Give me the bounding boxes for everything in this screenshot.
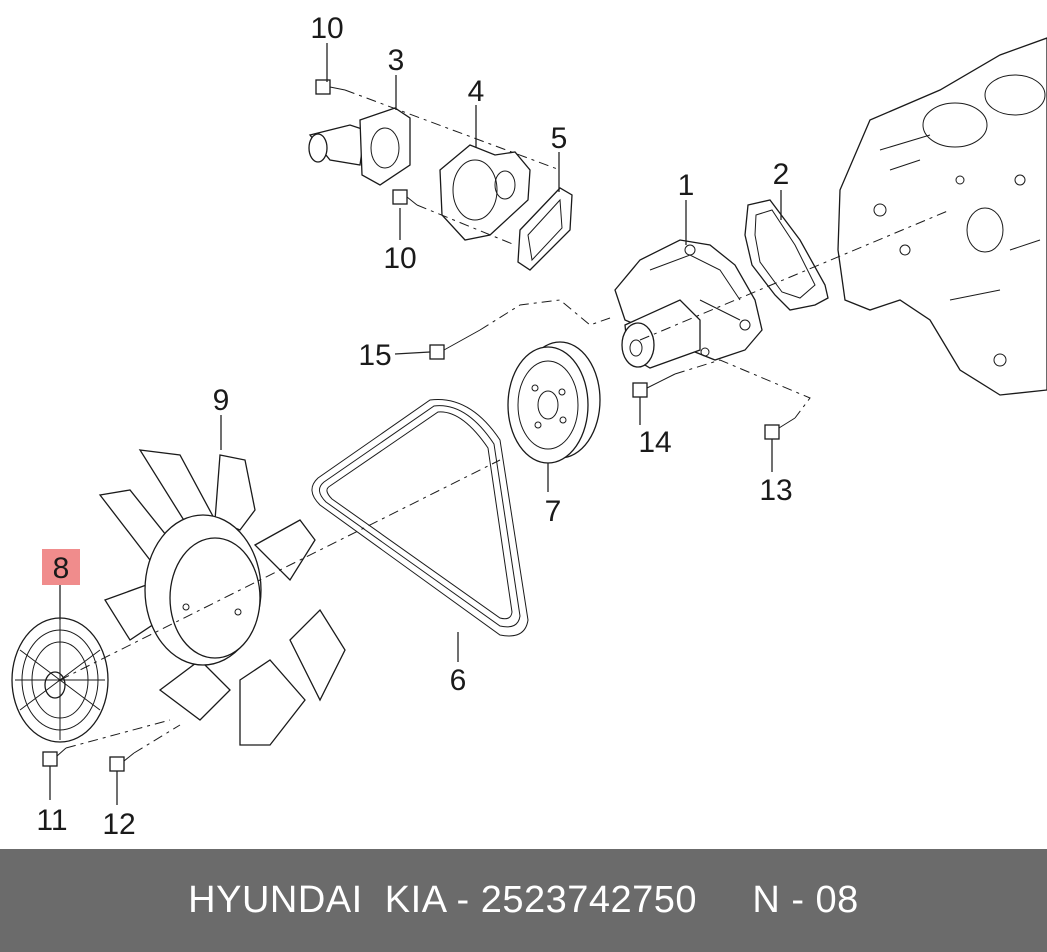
bolt-12 bbox=[109, 752, 135, 772]
callout-4: 4 bbox=[468, 75, 485, 108]
callout-1: 1 bbox=[678, 169, 695, 202]
water-outlet bbox=[308, 107, 411, 186]
callout-11: 11 bbox=[36, 804, 67, 837]
bolt-13 bbox=[764, 417, 796, 440]
assembly-lines bbox=[59, 89, 951, 754]
bolt-15 bbox=[429, 329, 481, 360]
callout-10-top: 10 bbox=[310, 12, 343, 45]
bolt-11 bbox=[42, 747, 67, 767]
callout-12: 12 bbox=[102, 808, 135, 841]
callout-3: 3 bbox=[388, 44, 405, 77]
water-pump bbox=[614, 239, 763, 369]
drive-belt bbox=[311, 399, 529, 637]
cooling-fan bbox=[98, 449, 346, 746]
footer-bar: HYUNDAI KIA - 2523742750 N - 08 bbox=[0, 849, 1047, 952]
thermostat-housing bbox=[439, 144, 531, 241]
bolt-10-lower bbox=[392, 189, 418, 206]
water-pump-gasket bbox=[744, 199, 829, 311]
bolt-10-top bbox=[315, 79, 346, 95]
callout-5: 5 bbox=[551, 122, 568, 155]
exploded-parts-diagram: 10 3 4 5 1 2 10 15 9 14 13 7 8 6 11 12 bbox=[11, 12, 1047, 841]
callout-13: 13 bbox=[759, 474, 792, 507]
callout-10-lower: 10 bbox=[383, 242, 416, 275]
leader-lines bbox=[49, 43, 782, 805]
highlight-box bbox=[42, 549, 80, 585]
callout-6: 6 bbox=[450, 664, 467, 697]
callout-8: 8 bbox=[53, 552, 70, 585]
engine-block bbox=[837, 37, 1047, 396]
water-pump-pulley bbox=[507, 341, 601, 464]
bolt-14 bbox=[632, 373, 676, 398]
callout-14: 14 bbox=[638, 426, 671, 459]
thermostat-gasket bbox=[517, 187, 573, 271]
part-number-caption: HYUNDAI KIA - 2523742750 N - 08 bbox=[188, 879, 859, 921]
callout-labels: 10 3 4 5 1 2 10 15 9 14 13 7 8 6 11 12 bbox=[36, 12, 792, 841]
callout-2: 2 bbox=[773, 158, 790, 191]
callout-15: 15 bbox=[358, 339, 391, 372]
callout-7: 7 bbox=[545, 495, 562, 528]
callout-9: 9 bbox=[213, 384, 230, 417]
